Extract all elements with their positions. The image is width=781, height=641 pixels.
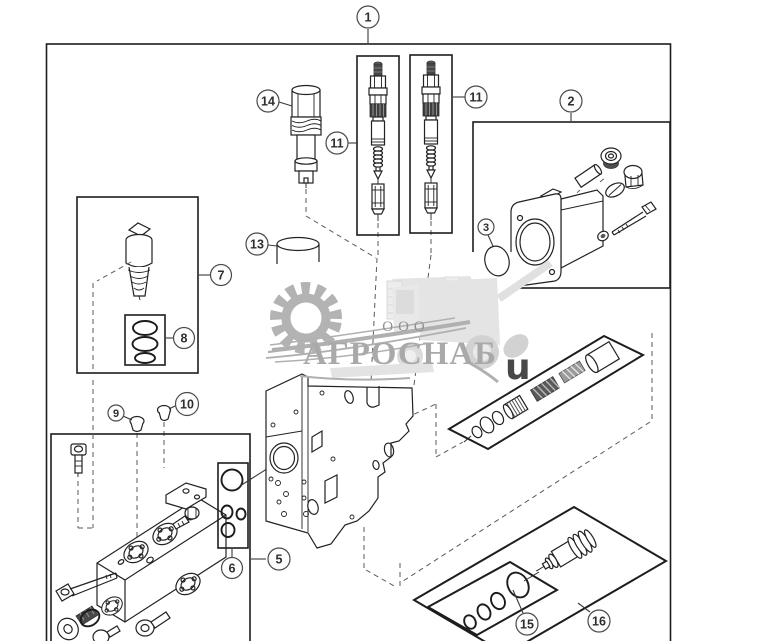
callout-label: 3 [483, 222, 489, 234]
bolt-drawing [611, 201, 657, 236]
callout-label: 14 [261, 95, 275, 109]
callout-7-badge: 7 [209, 263, 233, 287]
callout-label: 8 [181, 332, 188, 346]
threaded-gland [502, 394, 529, 420]
valve-cartridge-drawing [536, 529, 597, 572]
plug-fitting-drawing [623, 164, 644, 190]
long-bolt-drawing [55, 572, 118, 602]
manifold-kit-box [50, 380, 285, 641]
o-ring-3-drawing [484, 245, 510, 277]
callout-label: 7 [218, 269, 225, 283]
callout-label: 1 [365, 11, 372, 25]
callout-16-badge: 16 [587, 609, 611, 633]
callout-label: 11 [469, 91, 482, 105]
bracket-plate [165, 482, 207, 510]
callout-6-badge: 6 [220, 556, 244, 580]
callout-label: 11 [330, 137, 343, 151]
socket-screw-drawing [92, 625, 121, 641]
callout-label: 2 [568, 95, 575, 109]
spring [529, 376, 561, 402]
callout-8-badge: 8 [172, 326, 196, 350]
socket-screw-drawing [70, 443, 87, 477]
end-cap-housing-drawing [510, 188, 604, 287]
callout-3-badge: 3 [477, 218, 495, 236]
main-assembly-frame [45, 43, 672, 641]
end-cap-kit-box [472, 121, 671, 289]
manifold-block-drawing [55, 482, 227, 641]
callout-1-badge: 1 [356, 5, 380, 29]
kit-leader-line [523, 571, 540, 582]
callout-13-badge: 13 [245, 232, 269, 256]
seal-kit-parallelogram [425, 560, 559, 637]
callout-leader-lines [122, 29, 591, 614]
callout-label: 13 [250, 238, 264, 252]
hex-plug-drawing [290, 84, 322, 188]
callout-label: 10 [180, 398, 194, 412]
callout-15-badge: 15 [515, 612, 539, 636]
callout-label: 15 [520, 618, 534, 632]
flat-head-screw-drawing [57, 605, 99, 641]
washer-drawing [597, 230, 609, 242]
callout-5-badge: 5 [267, 547, 291, 571]
callout-11-left-badge: 11 [325, 131, 349, 155]
watermark: ООО АГРОСНАБ u [265, 245, 553, 388]
small-plug-9-drawing [129, 415, 145, 545]
callout-label: 16 [592, 615, 606, 629]
callout-11-right-badge: 11 [464, 85, 488, 109]
cap-drawing [276, 236, 320, 264]
valve-body-drawing [265, 373, 414, 549]
watermark-company-name: АГРОСНАБ [303, 336, 497, 372]
seal-kit-inner-box [217, 462, 249, 549]
o-ring-drawing [79, 608, 101, 628]
watermark-company-prefix: ООО [382, 319, 430, 335]
spool-kit-parallelogram [446, 334, 646, 451]
callout-9-badge: 9 [107, 404, 125, 422]
plug-kit-box [76, 196, 199, 374]
plug-drawing [125, 222, 153, 301]
cartridge-valve-drawing [368, 61, 388, 222]
cartridge-valve-drawing [421, 60, 441, 221]
callout-label: 6 [229, 562, 236, 576]
callout-2-badge: 2 [559, 89, 583, 113]
spring-small [558, 360, 586, 384]
socket-screw-drawing [135, 611, 171, 637]
callout-label: 5 [276, 553, 283, 567]
sleeve-cap [585, 340, 621, 374]
swoosh-lines [265, 317, 471, 363]
cap-nut-drawing [600, 147, 622, 169]
cartridge-valve-box-right [409, 54, 453, 234]
watermark-stray-letter: u [505, 347, 531, 388]
callout-14-badge: 14 [256, 89, 280, 113]
callout-label: 9 [113, 408, 119, 420]
cartridge-valve-box-left [356, 55, 400, 236]
callout-10-badge: 10 [174, 391, 200, 417]
o-ring-drawing [605, 182, 625, 198]
pin-drawing [574, 163, 603, 189]
o-ring-kit-inner-box [124, 314, 166, 366]
small-plug-10-drawing [156, 404, 172, 468]
hex-screw-drawing [172, 506, 200, 530]
